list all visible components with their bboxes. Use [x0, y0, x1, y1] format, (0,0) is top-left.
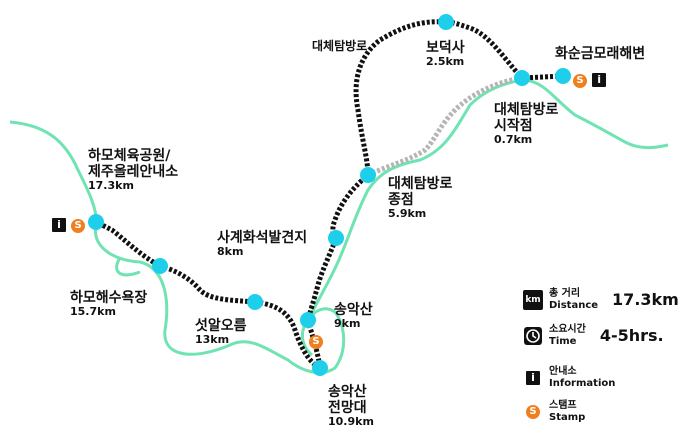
- info-icon: i: [52, 218, 66, 232]
- legend-time-en: Time: [549, 335, 577, 347]
- stop-sagye[interactable]: [328, 230, 344, 246]
- stop-hamo-park[interactable]: [88, 214, 104, 230]
- stop-boduksa[interactable]: [438, 14, 454, 30]
- stop-songak-view[interactable]: [312, 360, 328, 376]
- hamo-beach-dist: 15.7km: [70, 305, 116, 319]
- hamo-beach-name: 하모해수욕장: [70, 290, 148, 306]
- stop-hwasun[interactable]: [555, 68, 571, 84]
- boduksa-name: 보덕사: [426, 40, 465, 56]
- start-name-2: 시작점: [494, 118, 533, 135]
- songak-view-dist: 10.9km: [328, 415, 374, 429]
- legend-stamp: S 스탬프 Stamp: [523, 400, 585, 423]
- stop-seodal[interactable]: [247, 294, 263, 310]
- end-name-1: 대체탐방로: [388, 176, 453, 192]
- coastline-north: [306, 78, 669, 321]
- alternate-route: [366, 75, 523, 178]
- label-songak-view: 송악산 전망대 10.9km: [328, 384, 374, 429]
- label-end: 대체탐방로 종점 5.9km: [388, 176, 452, 221]
- stamp-icon: S: [526, 404, 540, 419]
- coastline: [9, 120, 346, 374]
- stamp-icon: S: [309, 335, 323, 349]
- hamo-park-name-1: 하모체육공원/: [88, 148, 171, 164]
- start-dist: 0.7km: [494, 133, 533, 147]
- legend-info-ko: 안내소: [549, 366, 577, 377]
- label-seodal: 섯알오름 13km: [195, 318, 247, 347]
- legend-distance-value: 17.3km: [612, 290, 679, 309]
- seodal-dist: 13km: [195, 333, 230, 347]
- songak-dist: 9km: [334, 317, 361, 331]
- legend-stamp-ko: 스탬프: [549, 400, 577, 411]
- label-boduksa: 보덕사 2.5km: [426, 40, 465, 69]
- seodal-name: 섯알오름: [195, 318, 247, 334]
- legend-distance-en: Distance: [549, 299, 599, 311]
- songak-badge: S: [309, 330, 323, 349]
- legend-time: 소요시간 Time 4-5hrs.: [523, 324, 664, 347]
- route-label: 대체탐방로: [312, 39, 368, 53]
- legend-distance: km 총 거리 Distance 17.3km: [523, 288, 679, 311]
- start-name-1: 대체탐방로: [494, 102, 559, 118]
- label-sagye: 사계화석발견지 8km: [217, 230, 307, 259]
- clock-icon: [524, 326, 542, 345]
- info-icon: i: [526, 370, 540, 385]
- stamp-icon: S: [573, 74, 587, 88]
- hwasun-name: 화순금모래해변: [555, 46, 646, 62]
- legend-info: i 안내소 Information: [523, 366, 615, 389]
- legend-stamp-en: Stamp: [549, 411, 586, 423]
- stop-hamo-beach[interactable]: [152, 258, 168, 274]
- boduksa-dist: 2.5km: [426, 55, 465, 69]
- stamp-icon: S: [71, 219, 86, 233]
- info-icon: i: [592, 73, 607, 87]
- sagye-name: 사계화석발견지: [217, 230, 308, 246]
- songak-view-name-2: 전망대: [328, 400, 367, 417]
- km-icon: km: [523, 289, 543, 310]
- main-route: [94, 19, 564, 373]
- stop-songak[interactable]: [300, 312, 316, 328]
- label-hwasun: 화순금모래해변: [555, 46, 645, 62]
- hamo-park-badges: i S: [52, 214, 86, 233]
- hwasun-badges: S i: [573, 69, 607, 88]
- label-songak: 송악산 9km: [334, 302, 373, 331]
- coastline-inner: [115, 257, 141, 277]
- hamo-park-dist: 17.3km: [88, 179, 134, 193]
- end-dist: 5.9km: [388, 207, 427, 221]
- stop-markers: [88, 14, 571, 376]
- songak-view-name-1: 송악산: [328, 384, 367, 400]
- stop-end[interactable]: [360, 167, 376, 183]
- end-name-2: 종점: [388, 192, 414, 209]
- stop-start[interactable]: [514, 70, 530, 86]
- label-hamo-park: 하모체육공원/ 제주올레안내소 17.3km: [88, 148, 178, 193]
- sagye-dist: 8km: [217, 245, 244, 259]
- label-hamo-beach: 하모해수욕장 15.7km: [70, 290, 147, 319]
- legend-time-value: 4-5hrs.: [599, 326, 664, 345]
- label-start: 대체탐방로 시작점 0.7km: [494, 102, 558, 147]
- legend-info-en: Information: [549, 377, 616, 389]
- legend-distance-ko: 총 거리: [549, 288, 581, 299]
- legend-time-ko: 소요시간: [549, 324, 586, 335]
- songak-name: 송악산: [334, 302, 373, 318]
- hamo-park-name-2: 제주올레안내소: [88, 164, 179, 181]
